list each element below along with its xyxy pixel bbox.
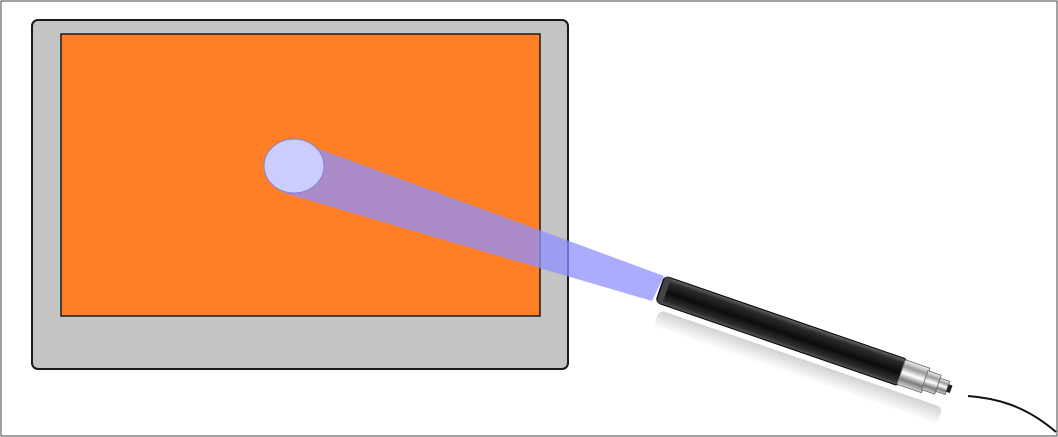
pen-connector-tip xyxy=(935,377,951,396)
beam-spot xyxy=(263,138,325,194)
pen-shadow xyxy=(654,311,942,423)
pen-cable xyxy=(967,395,1057,433)
light-pen xyxy=(654,276,953,423)
pen-tip xyxy=(656,276,671,304)
light-beam xyxy=(284,139,664,301)
pen-cable-plug xyxy=(946,384,953,394)
